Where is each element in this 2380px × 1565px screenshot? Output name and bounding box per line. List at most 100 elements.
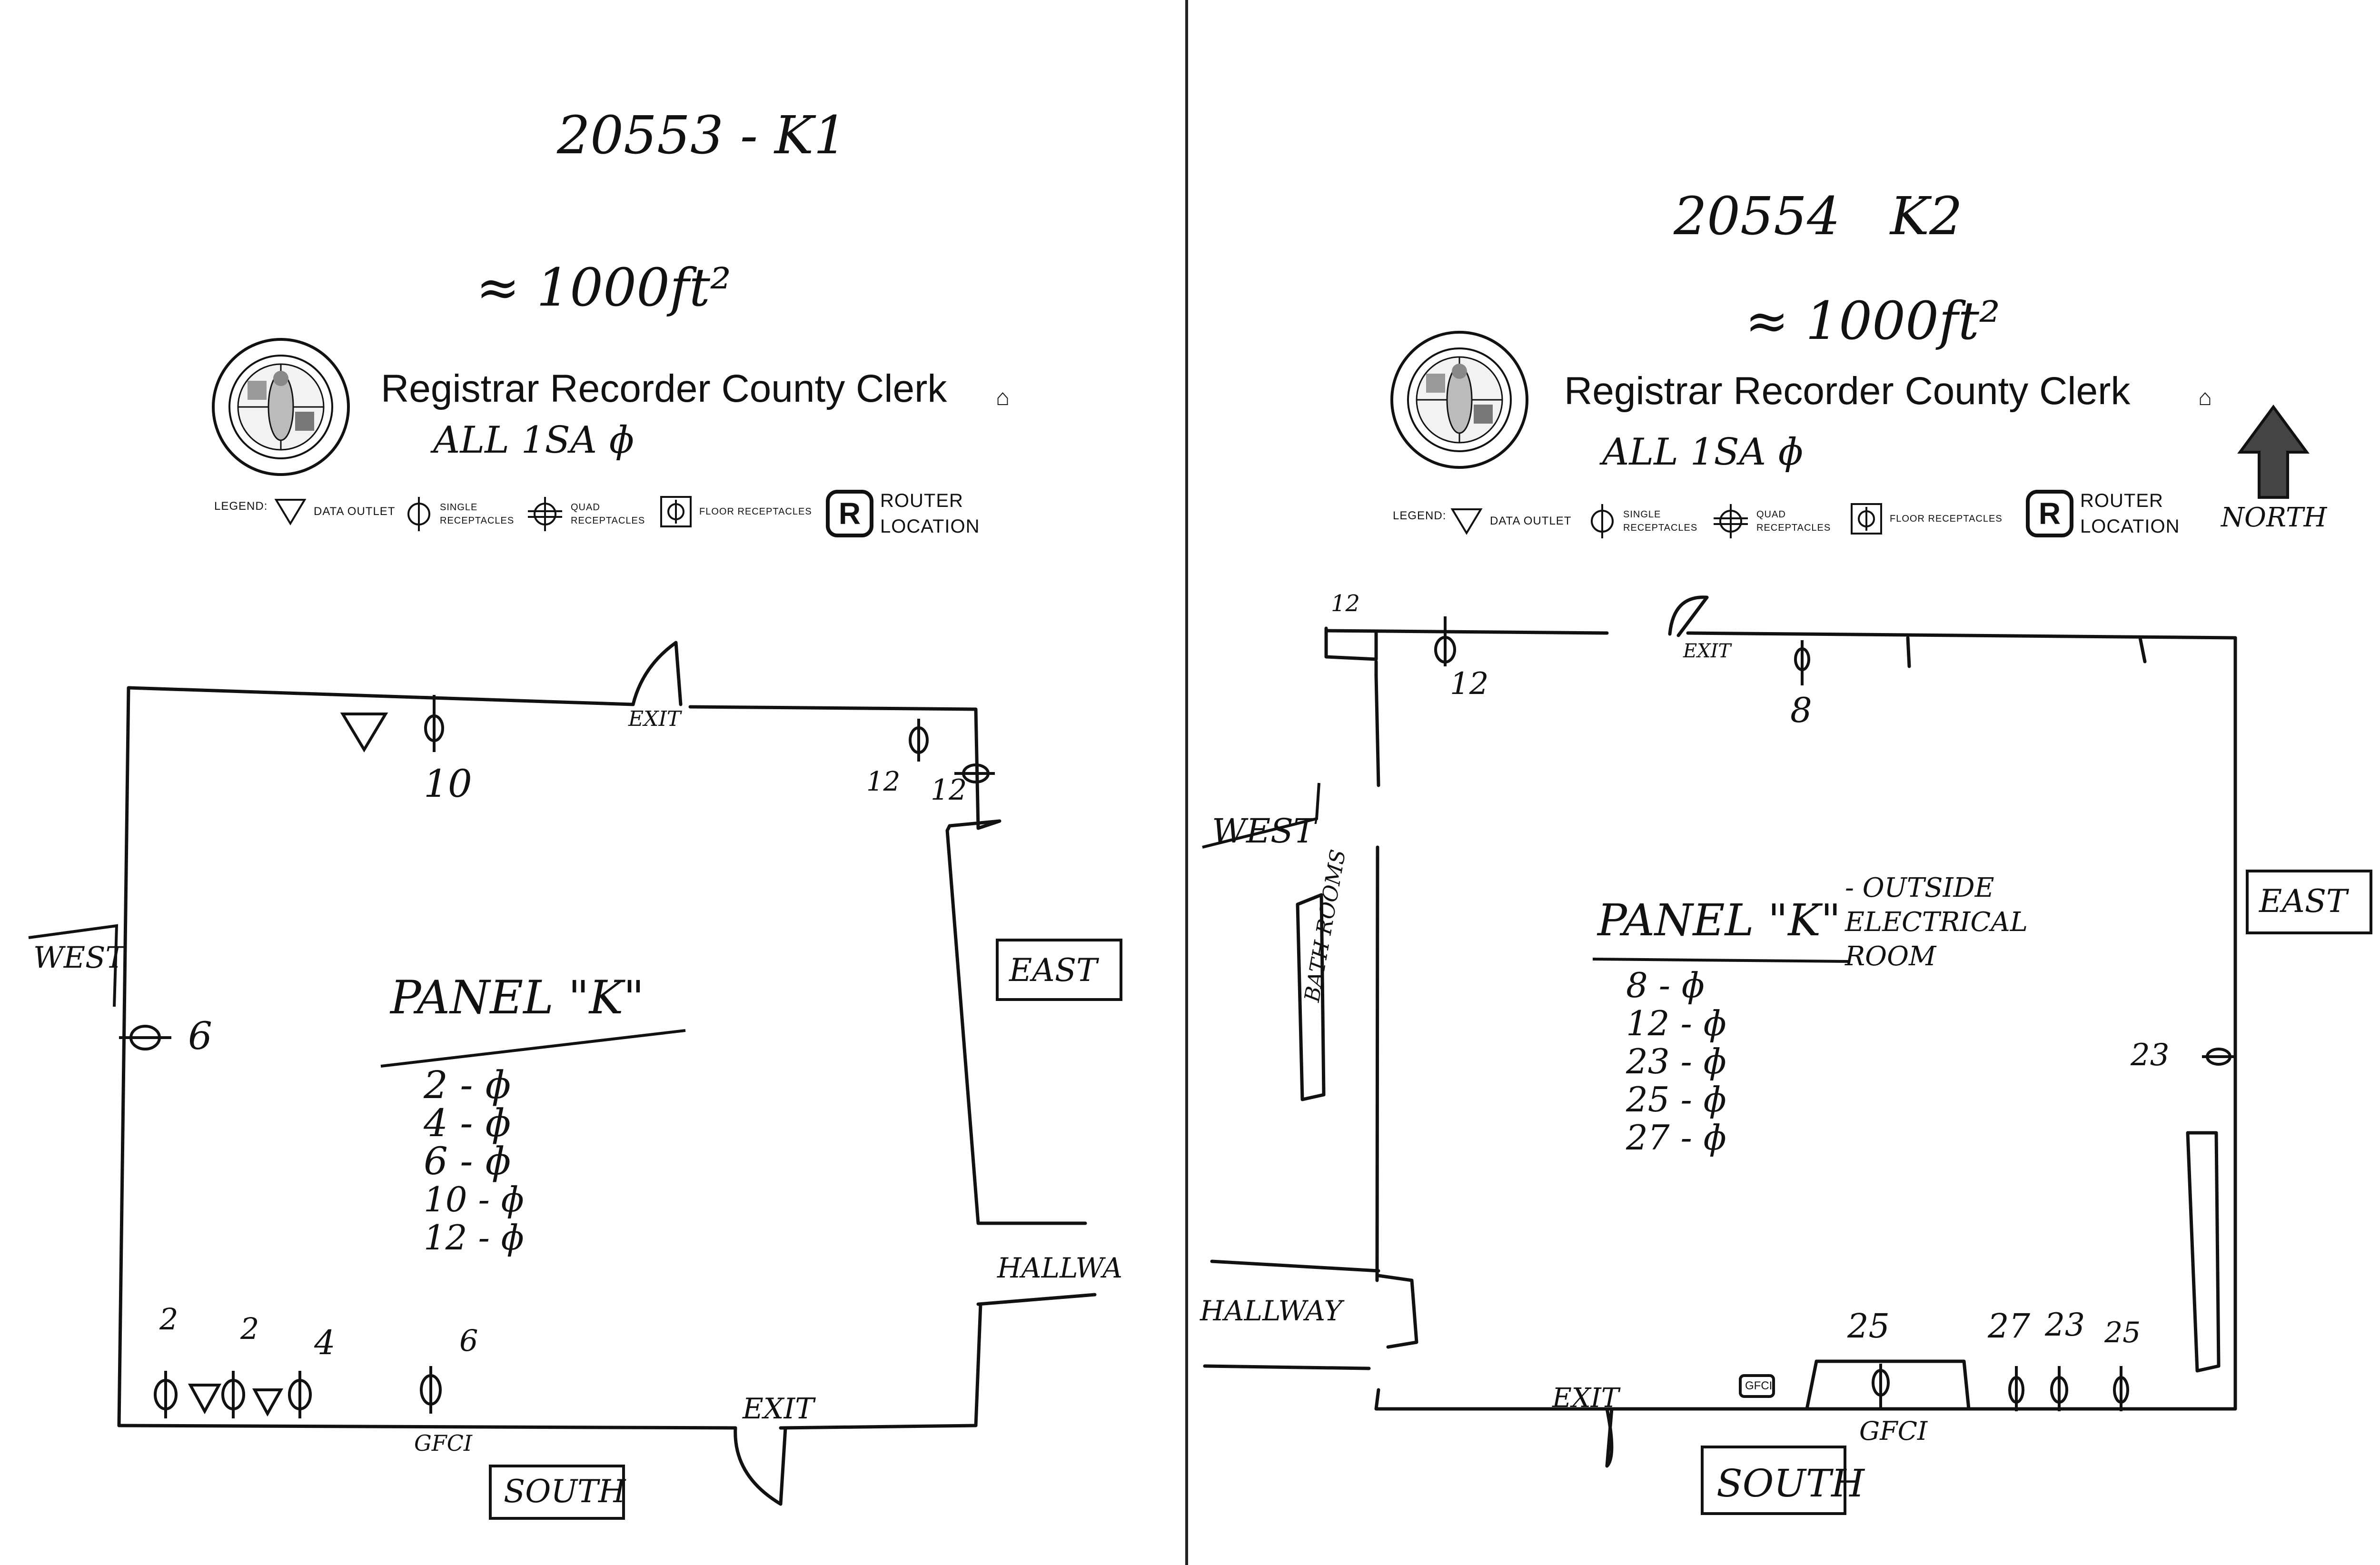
single-receptacle-icon [407,497,430,531]
org-name: Registrar Recorder County Clerk [1564,369,2131,413]
circuit-25-label: 25 [1847,1307,1890,1346]
panel-row: 10 - ɸ [424,1179,525,1219]
top-door-swing [631,641,683,706]
org-name: Registrar Recorder County Clerk [381,367,947,410]
data-outlet-bottom-2 [252,1388,284,1417]
circuit-6-bottom-label: 6 [459,1323,478,1358]
legend-quad: QUAD RECEPTACLES [1712,502,1830,540]
floorplan-page-k1: 20553 - K1 ≈ 1000ft² Registrar Recorder … [0,0,1188,1565]
receptacle-top-10 [424,695,444,752]
exit-top-label: EXIT [628,707,681,731]
west-label: WEST [33,940,125,975]
north-arrow-icon [2237,405,2310,499]
room-id-label: 20554 K2 [1674,186,1963,247]
west-label: WEST [1212,812,1316,851]
receptacle-east-12 [954,763,995,783]
router-icon: R [2026,490,2073,537]
circuit-10-label: 10 [424,762,472,806]
phase-note: ALL 1SA ɸ [433,419,635,462]
west-label-box [28,924,119,1007]
data-outlet-top [340,713,388,753]
data-outlet-bottom-1 [188,1384,222,1415]
receptacle-north-8 [1794,640,1810,685]
legend-router: R ROUTER LOCATION [2026,488,2185,539]
south-label: SOUTH [504,1473,626,1510]
panel-note: - OUTSIDE ELECTRICAL ROOM [1845,872,2028,972]
exit-bottom-label: EXIT [1552,1383,1619,1414]
panel-row: 4 - ɸ [424,1101,512,1145]
legend: LEGEND: [1393,509,1446,523]
panel-underline [1592,958,1850,963]
panel-row: 6 - ɸ [424,1139,512,1183]
exit-door-swing [734,1426,787,1506]
floorplan-k2 [1202,595,2372,1515]
home-icon: ⌂ [996,385,1010,410]
panel-row: 23 - ɸ [1626,1041,1727,1081]
panel-row: 12 - ɸ [424,1218,525,1258]
quad-receptacle-icon [528,497,562,531]
exit-door-swing [1605,1407,1614,1468]
gfci-label: GFCI [414,1430,473,1456]
top-left-corner [1324,626,1378,661]
gfci-box [1739,1374,1775,1398]
legend-title: LEGEND: [1393,509,1447,522]
floor-receptacle-icon [1851,503,1882,535]
north-wall [1324,595,2237,678]
circuit-12-top-label: 12 [1331,590,1360,617]
router-icon: R [826,490,873,537]
receptacle-west-6 [119,1025,171,1050]
floorplan-page-k2: 20554 K2 ≈ 1000ft² Registrar Recorder Co… [1188,0,2380,1565]
circuit-27-label: 27 [1988,1307,2031,1346]
circuit-12b-label: 12 [931,773,967,807]
south-label-box [489,1465,625,1520]
panel-title: PANEL "K" [390,971,645,1024]
panel-row: 27 - ɸ [1626,1118,1727,1158]
receptacle-bottom-2 [154,1371,178,1418]
panel-row: 25 - ɸ [1626,1080,1727,1119]
hallway-box [1377,1274,1418,1349]
panel-row: 8 - ɸ [1626,965,1705,1005]
quad-receptacle-icon [1714,504,1748,538]
legend-single: SINGLE RECEPTACLES [1588,502,1697,540]
east-label: EAST [2259,883,2348,920]
east-label-box [996,939,1122,1001]
data-outlet-icon [1450,508,1483,535]
panel-row: 2 - ɸ [424,1063,512,1107]
legend-data-outlet: DATA OUTLET [1450,507,1571,535]
county-seal-logo [1390,331,1528,469]
north-label: NORTH [2221,502,2327,533]
circuit-2b-label: 2 [240,1311,259,1346]
panel-schedule: 2 - ɸ 4 - ɸ 6 - ɸ 10 - ɸ 12 - ɸ [424,1066,525,1257]
receptacle-bottom-3 [221,1371,245,1418]
panel-row: 12 - ɸ [1626,1003,1727,1043]
receptacle-top-12 [909,719,929,762]
south-label: SOUTH [1716,1461,1864,1506]
east-label: EAST [1009,952,1098,989]
hallway-top [1210,1259,1380,1273]
gfci-box-label: GFCI [1745,1379,1773,1392]
west-label-box [1202,782,1320,849]
county-seal-logo [212,338,350,476]
hallway-bottom [1203,1364,1371,1370]
panel-schedule: 8 - ɸ 12 - ɸ 23 - ɸ 25 - ɸ 27 - ɸ [1626,966,1727,1157]
legend-floor: FLOOR RECEPTACLES [1850,502,2003,535]
panel-underline [380,1029,686,1068]
exit-bottom-label: EXIT [743,1392,814,1426]
receptacle-south-23 [2050,1366,2068,1411]
legend: LEGEND: [214,500,268,513]
circuit-23-label: 23 [2045,1307,2085,1343]
circuit-23-east-label: 23 [2131,1038,2170,1073]
legend-router: R ROUTER LOCATION [826,488,985,539]
hallway-label: HALLWA [997,1252,1123,1284]
area-note: ≈ 1000ft² [1745,290,2001,351]
receptacle-bottom-6 [420,1366,442,1414]
receptacle-south-25b [2113,1366,2129,1411]
floor-receptacle-icon [660,496,692,527]
receptacle-south-25 [1872,1364,1890,1409]
legend-floor: FLOOR RECEPTACLES [659,495,812,528]
east-label-box [2246,870,2372,934]
gfci-label: GFCI [1859,1416,1928,1446]
room-id-label: 20553 - K1 [557,105,847,166]
area-note: ≈ 1000ft² [476,257,732,318]
phase-note: ALL 1SA ɸ [1602,431,1804,474]
